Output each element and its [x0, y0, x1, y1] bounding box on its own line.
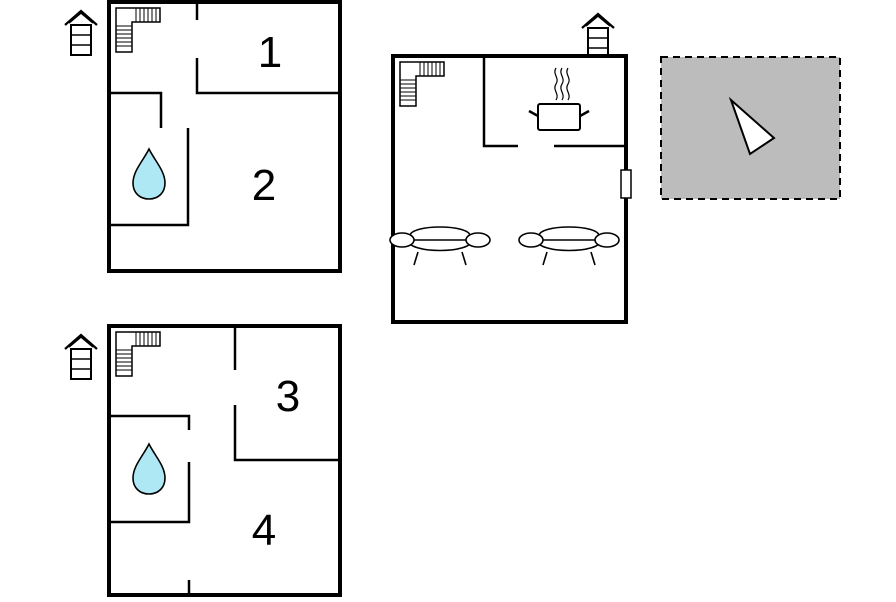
house-floor-icon — [580, 12, 616, 60]
upper-floor-plan: 1 2 — [63, 0, 342, 273]
room-number-3: 3 — [276, 372, 300, 421]
cooking-pot-icon — [528, 67, 590, 131]
lower-floor-walls — [109, 326, 340, 595]
upper-floor-walls — [109, 2, 340, 227]
room-number-1: 1 — [258, 28, 282, 77]
living-floor-plan — [389, 12, 632, 324]
house-floor-icon — [63, 9, 99, 57]
lower-floor-plan: 3 4 — [63, 324, 342, 597]
house-floor-icon — [63, 333, 99, 381]
room-number-4: 4 — [252, 506, 276, 555]
kitchen-walls — [482, 56, 626, 148]
terrace-area — [660, 56, 841, 200]
window-icon — [620, 169, 632, 199]
room-number-2: 2 — [252, 161, 276, 210]
living-floor-outline — [391, 54, 628, 324]
upper-floor-outline — [107, 0, 342, 273]
north-arrow-icon — [728, 96, 776, 156]
